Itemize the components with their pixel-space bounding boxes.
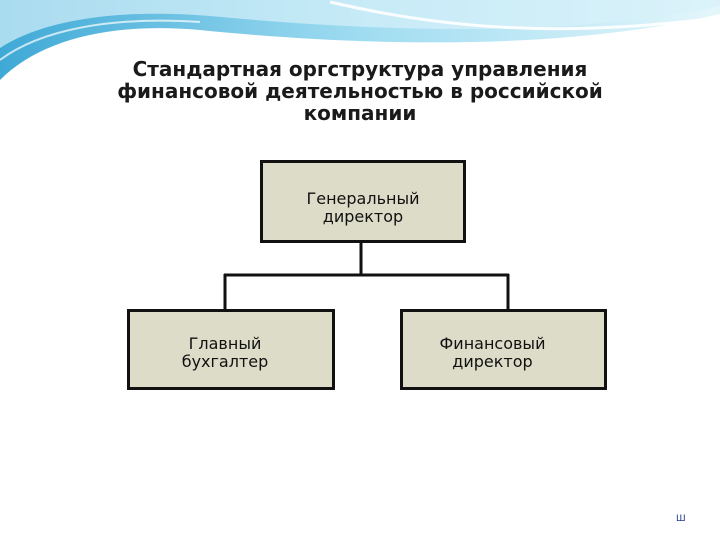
title-line-3: компании bbox=[303, 101, 417, 125]
org-box-label-line-1: Генеральный bbox=[306, 189, 420, 208]
page-number: Ш bbox=[676, 514, 686, 524]
org-box-label-line-2: директор bbox=[452, 352, 533, 371]
org-box-chief-accountant: Главный бухгалтер bbox=[127, 309, 335, 390]
title-line-1: Стандартная оргструктура управления bbox=[132, 57, 588, 81]
page-title: Стандартная оргструктура управления фина… bbox=[80, 58, 640, 124]
org-box-label-line-1: Финансовый bbox=[439, 334, 546, 353]
org-box-financial-director: Финансовый директор bbox=[400, 309, 607, 390]
title-line-2: финансовой деятельностью в российской bbox=[117, 79, 603, 103]
header-wave-decoration bbox=[0, 0, 720, 80]
org-box-label-line-2: бухгалтер bbox=[181, 352, 269, 371]
org-box-label-line-2: директор bbox=[322, 207, 404, 226]
org-box-general-director: Генеральный директор bbox=[260, 160, 466, 243]
org-box-label-line-1: Главный bbox=[188, 334, 262, 353]
